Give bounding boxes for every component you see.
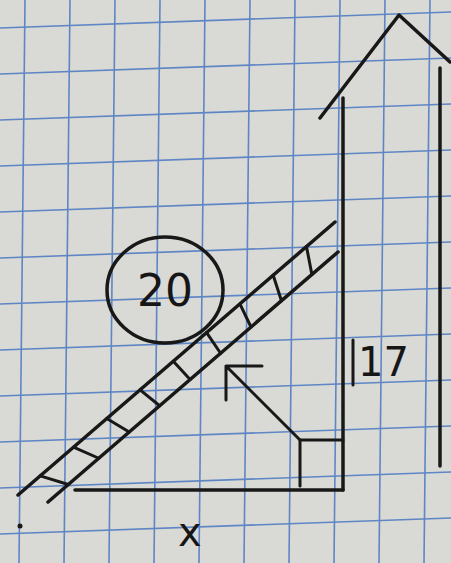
grid-line (0, 104, 451, 120)
grid-line (64, 0, 70, 563)
grid-line (289, 0, 295, 563)
height-label: 17 (358, 342, 409, 382)
grid-line (334, 0, 340, 563)
right-angle-mark (300, 440, 343, 486)
grid-line (424, 0, 430, 563)
ladder-rung (207, 333, 221, 354)
ladder-rail (48, 252, 338, 502)
pen-dot (18, 524, 23, 529)
grid-line (0, 518, 451, 534)
grid-line (0, 12, 451, 28)
grid-line (0, 242, 451, 258)
grid-line (199, 0, 205, 563)
ladder-rung (240, 304, 251, 327)
grid-line (0, 472, 451, 488)
house-roof (320, 15, 450, 118)
grid-line (379, 0, 385, 563)
grid-line (19, 0, 25, 563)
ladder-rail (18, 222, 335, 495)
house-wall (438, 68, 442, 466)
grid-line (109, 0, 115, 563)
ladder-rung (40, 476, 68, 485)
callout-circle: 20 (105, 235, 225, 345)
ladder-rung (73, 447, 98, 458)
callout-number: 20 (137, 265, 193, 316)
base-label: x (178, 512, 202, 552)
ladder-rung (107, 419, 129, 432)
ladder-rungs (40, 247, 312, 485)
ladder-rung (173, 361, 190, 379)
grid-line (0, 150, 451, 166)
ground-line (75, 488, 343, 492)
grid-line (0, 58, 451, 74)
pointer-arrow (226, 366, 300, 440)
ladder-rung (140, 390, 160, 406)
grid-line (0, 426, 451, 442)
grid-line (0, 196, 451, 212)
house-wall (341, 98, 345, 490)
ladder-rung (306, 247, 311, 275)
grid-line (0, 288, 451, 304)
height-mark (352, 340, 355, 385)
ladder-rung (273, 275, 281, 301)
